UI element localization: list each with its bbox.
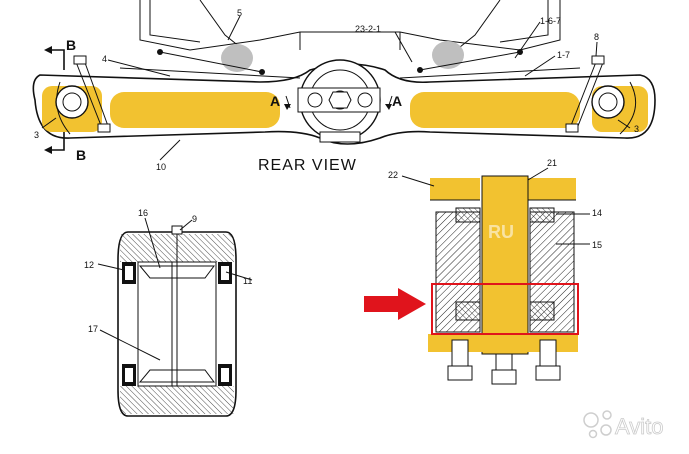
end-bushing-right xyxy=(591,85,625,119)
pin-shaft xyxy=(481,175,529,355)
part-number-23-2-1: 23-2-1 xyxy=(355,24,381,34)
section-label-a-left: A xyxy=(270,93,280,109)
watermark-text: RU xyxy=(488,222,514,242)
section-label-b-top: B xyxy=(66,37,76,53)
part-number-9: 9 xyxy=(192,214,197,224)
part-number-11: 11 xyxy=(243,276,252,286)
bearing-detail: 16 9 12 11 17 xyxy=(84,208,252,417)
bearing-housing-bottom xyxy=(120,386,234,414)
highlight-box xyxy=(431,283,579,335)
part-number-14: 14 xyxy=(592,208,602,218)
pin-bottom-bolts xyxy=(447,339,561,385)
part-number-1-7: 1-7 xyxy=(557,50,570,60)
part-number-8: 8 xyxy=(594,32,599,42)
part-number-12: 12 xyxy=(84,260,94,270)
part-number-10: 10 xyxy=(156,162,166,172)
upper-frame xyxy=(139,0,561,56)
leader-lines-rear xyxy=(41,15,631,161)
section-arrow-b-top xyxy=(44,46,65,70)
section-arrow-b-bottom xyxy=(44,132,65,154)
bar-yellow-right xyxy=(410,92,580,128)
pin-detail: 22 21 14 15 RU xyxy=(364,158,602,385)
part-number-3-right: 3 xyxy=(634,124,639,134)
part-number-15: 15 xyxy=(592,240,602,250)
rear-view: B B A A 5 23-2-1 1-6-7 1-7 8 4 3 3 10 RE… xyxy=(32,0,656,174)
bolt-right xyxy=(565,55,605,133)
part-number-1-6-7: 1-6-7 xyxy=(540,16,561,26)
section-label-a-right: A xyxy=(392,93,402,109)
callout-arrow xyxy=(364,288,426,320)
part-number-21: 21 xyxy=(547,158,557,168)
part-number-4: 4 xyxy=(102,54,107,64)
center-pivot xyxy=(297,59,381,143)
part-number-5: 5 xyxy=(237,8,242,18)
part-number-3-left: 3 xyxy=(34,130,39,140)
mount-left xyxy=(221,44,253,72)
bar-yellow-left xyxy=(110,92,280,128)
pin-top-plate-right xyxy=(526,178,576,200)
bolt-left xyxy=(73,55,111,133)
pin-top-plate-left xyxy=(430,178,480,200)
mount-right xyxy=(432,41,464,69)
end-bushing-left xyxy=(55,85,89,119)
part-number-17: 17 xyxy=(88,324,98,334)
avito-logo-text: Avito xyxy=(615,414,664,439)
section-label-b-bottom: B xyxy=(76,147,86,163)
avito-logo: Avito xyxy=(583,410,664,439)
rear-view-title: REAR VIEW xyxy=(258,157,357,174)
part-number-22: 22 xyxy=(388,170,398,180)
part-number-16: 16 xyxy=(138,208,148,218)
